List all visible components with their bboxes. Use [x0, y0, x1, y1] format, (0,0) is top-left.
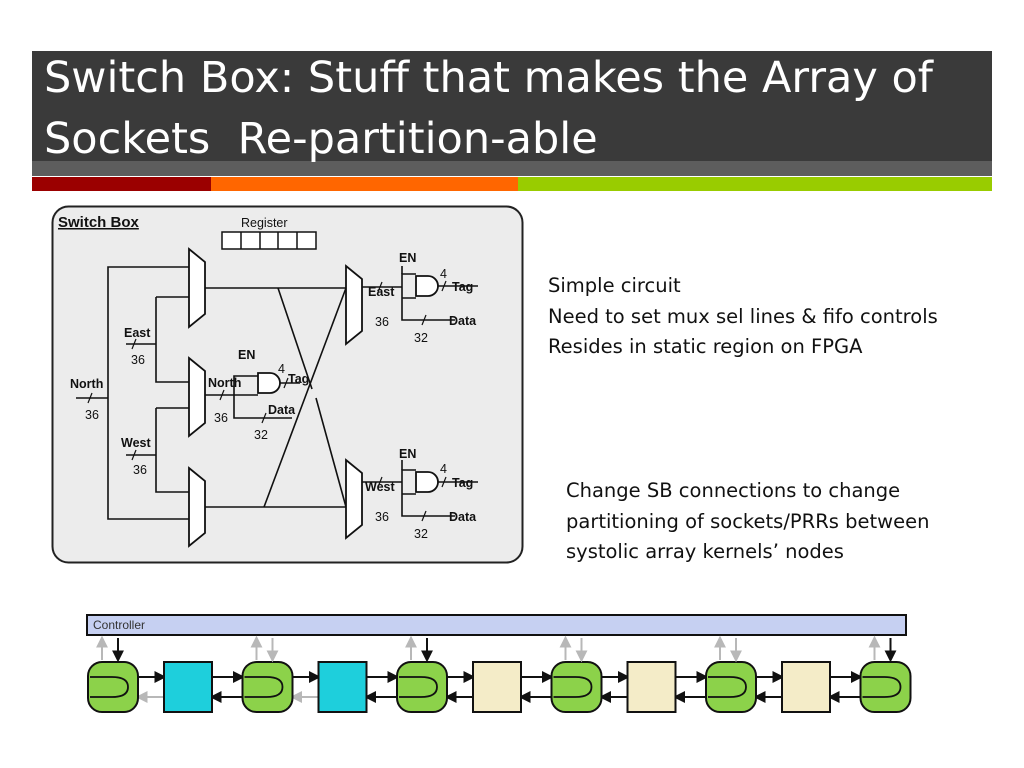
bullet-item: Need to set mux sel lines & fifo control… [548, 304, 938, 328]
controller-bar [86, 614, 907, 636]
controller-label: Controller [93, 618, 145, 632]
switch-route [553, 676, 593, 698]
register-label: Register [241, 216, 288, 230]
socket-blue [163, 661, 213, 713]
bullet-item: partitioning of sockets/PRRs between [566, 509, 930, 533]
accent-bar-orange [211, 177, 518, 191]
switch-route [90, 676, 129, 698]
east-output-width: 36 [375, 315, 389, 329]
north-en-label: EN [238, 348, 255, 362]
north-input-width: 36 [85, 408, 99, 422]
west-data-width: 32 [414, 527, 428, 541]
west-input-width: 36 [133, 463, 147, 477]
north-tag-width: 4 [278, 362, 285, 376]
mux-west-out [345, 458, 363, 540]
east-output-label: East [368, 285, 395, 299]
switch-node [87, 661, 139, 713]
accent-bar-red [32, 177, 211, 191]
west-input-label: West [121, 436, 151, 450]
bullet-list-bottom: Change SB connections to change partitio… [566, 476, 929, 568]
mux-top [188, 247, 206, 329]
array-layer [87, 635, 912, 713]
switch-route [399, 676, 438, 698]
switch-node [859, 661, 912, 713]
and-gate-north [257, 372, 281, 394]
switch-box-diagram: Switch Box Register [51, 205, 524, 564]
switch-node [550, 661, 603, 713]
switch-node [241, 661, 294, 713]
switch-route [244, 676, 284, 698]
east-input-label: East [124, 326, 151, 340]
socket-tan [626, 661, 677, 713]
west-en-label: EN [399, 447, 416, 461]
east-en-label: EN [399, 251, 416, 265]
switch-route [862, 676, 902, 698]
accent-bar-green [518, 177, 992, 191]
west-output-label: West [365, 480, 395, 494]
title-strip [32, 161, 992, 176]
bullet-item: systolic array kernels’ nodes [566, 540, 844, 563]
north-output-width: 36 [214, 411, 228, 425]
switch-box-panel [51, 205, 524, 564]
east-tag-label: Tag [452, 280, 473, 294]
north-data-width: 32 [254, 428, 268, 442]
socket-tan [472, 661, 522, 713]
west-data-label: Data [449, 510, 477, 524]
and-gate-west [415, 471, 439, 493]
register [221, 231, 317, 250]
north-tag-label: Tag [288, 372, 309, 386]
north-input-label: North [70, 377, 103, 391]
bullet-item: Simple circuit [548, 274, 681, 297]
north-data-label: Data [268, 403, 296, 417]
switch-route [708, 676, 747, 698]
bullet-list-top: Simple circuit Need to set mux sel lines… [548, 271, 938, 363]
bullet-item: Resides in static region on FPGA [548, 335, 863, 358]
title-line-1: Switch Box: Stuff that makes the Array o… [44, 53, 933, 103]
east-input-width: 36 [131, 353, 145, 367]
west-output-width: 36 [375, 510, 389, 524]
mux-middle [188, 356, 206, 438]
socket-tan [781, 661, 831, 713]
title-bar [32, 51, 992, 161]
mux-bottom [188, 466, 206, 548]
east-data-label: Data [449, 314, 477, 328]
slide-title: Switch Box: Stuff that makes the Array o… [44, 48, 984, 170]
bullet-item: Change SB connections to change [566, 479, 901, 502]
systolic-array-diagram: Controller [86, 614, 912, 713]
and-gate-east [415, 275, 439, 297]
socket-blue [317, 661, 368, 713]
west-tag-width: 4 [440, 462, 447, 476]
mux-east-out [345, 264, 363, 346]
east-data-width: 32 [414, 331, 428, 345]
north-output-label: North [208, 376, 241, 390]
switch-node [396, 661, 448, 713]
west-tag-label: Tag [452, 476, 473, 490]
east-tag-width: 4 [440, 267, 447, 281]
switch-node [705, 661, 757, 713]
switch-box-title: Switch Box [58, 214, 140, 231]
title-line-2: Sockets Re-partition-able [44, 114, 598, 164]
